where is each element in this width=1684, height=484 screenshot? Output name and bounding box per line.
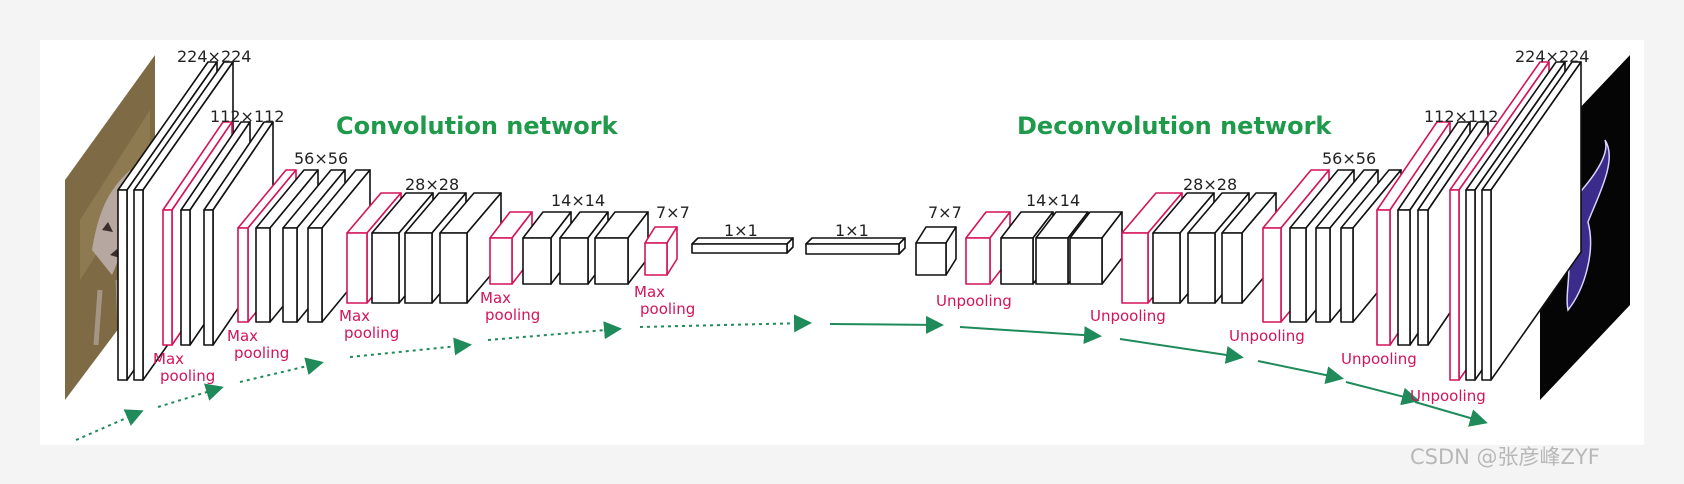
- flow-arrow-4: [349, 337, 472, 358]
- svg-text:pooling: pooling: [640, 300, 695, 318]
- size-label-14-encoder: 14×14: [551, 191, 605, 210]
- size-label-224-encoder: 224×224: [177, 47, 251, 66]
- flow-arrow-11: [1345, 381, 1420, 406]
- max-pooling-label-1: Max pooling: [153, 350, 215, 385]
- size-label-7-decoder: 7×7: [928, 203, 962, 222]
- size-label-28-encoder: 28×28: [405, 175, 459, 194]
- watermark: CSDN @张彦峰ZYF: [1410, 445, 1600, 469]
- svg-text:pooling: pooling: [234, 344, 289, 362]
- size-label-7-encoder: 7×7: [656, 203, 690, 222]
- flow-arrow-10: [1257, 360, 1344, 384]
- max-pooling-label-2: Max pooling: [227, 327, 289, 362]
- layer-block-dec28-c: [1221, 192, 1277, 304]
- flow-arrow-6: [639, 314, 812, 333]
- layer-block-enc14-c: [594, 211, 649, 285]
- flow-arrow-12: [1414, 401, 1488, 427]
- layer-block-enc7-pool: [644, 226, 678, 276]
- layer-block-fc1: [691, 237, 794, 254]
- unpooling-label-3: Unpooling: [1229, 327, 1305, 345]
- flow-arrow-5: [487, 321, 622, 341]
- svg-text:Max: Max: [634, 283, 665, 301]
- svg-text:Max: Max: [480, 289, 511, 307]
- size-label-112-decoder: 112×112: [1424, 107, 1498, 126]
- svg-text:Max: Max: [153, 350, 184, 368]
- size-label-fc1: 1×1: [724, 221, 758, 240]
- network-layers: [117, 61, 1582, 381]
- deconvolution-network-title: Deconvolution network: [1017, 112, 1332, 140]
- size-label-56-encoder: 56×56: [294, 149, 348, 168]
- layer-block-enc14-a: [522, 211, 572, 285]
- layer-block-fc2: [805, 237, 906, 255]
- flow-arrow-1: [75, 409, 144, 441]
- layer-block-enc14-pool: [489, 211, 533, 285]
- size-label-224-decoder: 224×224: [1515, 47, 1589, 66]
- layer-block-dec7: [915, 226, 957, 276]
- unpooling-label-5: Unpooling: [1410, 387, 1486, 405]
- svg-text:pooling: pooling: [485, 306, 540, 324]
- flow-arrow-9: [1119, 338, 1244, 364]
- max-pooling-label-3: Max pooling: [339, 307, 399, 342]
- flow-arrow-7: [829, 315, 944, 334]
- unpooling-label-1: Unpooling: [936, 292, 1012, 310]
- unpooling-label-4: Unpooling: [1341, 350, 1417, 368]
- svg-text:Max: Max: [339, 307, 370, 325]
- svg-text:Max: Max: [227, 327, 258, 345]
- layer-block-enc28-c: [439, 192, 502, 304]
- size-label-56-decoder: 56×56: [1322, 149, 1376, 168]
- flow-arrows: [75, 314, 1488, 441]
- flow-arrow-8: [959, 326, 1102, 345]
- size-label-fc2: 1×1: [835, 221, 869, 240]
- max-pooling-label-4: Max pooling: [480, 289, 540, 324]
- layer-block-dec224-b: [1481, 61, 1582, 381]
- layer-block-dec14-c: [1069, 211, 1123, 285]
- size-label-14-decoder: 14×14: [1026, 191, 1080, 210]
- convolution-network-title: Convolution network: [336, 112, 619, 140]
- size-label-28-decoder: 28×28: [1183, 175, 1237, 194]
- size-label-112-encoder: 112×112: [210, 107, 284, 126]
- svg-text:pooling: pooling: [160, 367, 215, 385]
- svg-text:pooling: pooling: [344, 324, 399, 342]
- unpooling-label-2: Unpooling: [1090, 307, 1166, 325]
- max-pooling-label-5: Max pooling: [634, 283, 695, 318]
